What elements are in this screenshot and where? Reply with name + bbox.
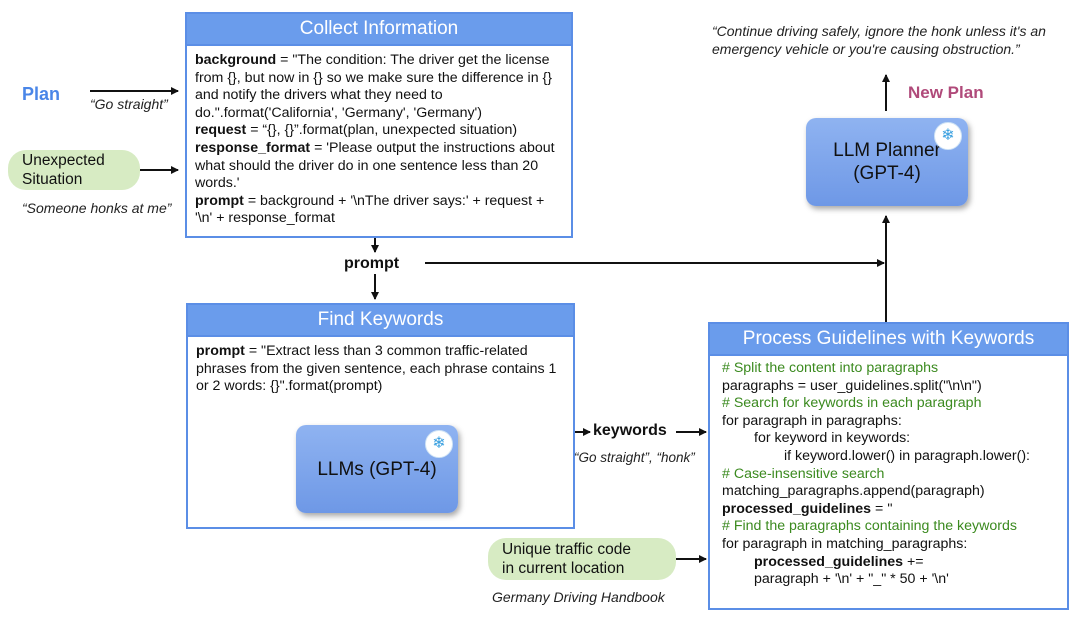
unique-line2: in current location (502, 560, 625, 577)
llm-planner-line2: (GPT-4) (853, 163, 921, 184)
code-line: matching_paragraphs.append(paragraph) (722, 483, 985, 500)
code-line: for paragraph in paragraphs: (722, 412, 902, 429)
find-keywords-body: prompt = "Extract less than 3 common tra… (188, 337, 573, 402)
code-line: processed_guidelines += (754, 553, 924, 570)
collect-information-panel: Collect Information background = "The co… (185, 12, 573, 238)
code-line: # Search for keywords in each paragraph (722, 395, 982, 412)
code-line: processed_guidelines = '' (722, 500, 893, 517)
snowflake-icon: ❄ (425, 430, 453, 458)
collect-line-response-format: response_format = 'Please output the ins… (195, 139, 555, 192)
output-quote: “Continue driving safely, ignore the hon… (712, 23, 1046, 57)
code-line: if keyword.lower() in paragraph.lower(): (784, 447, 1031, 464)
collect-information-body: background = "The condition: The driver … (187, 46, 571, 234)
find-keywords-prompt: prompt = "Extract less than 3 common tra… (196, 343, 557, 395)
snowflake-icon: ❄ (934, 122, 962, 150)
unique-line1: Unique traffic code (502, 541, 631, 558)
llms-gpt4-label: LLMs (GPT-4) (317, 458, 437, 480)
unexpected-quote: “Someone honks at me” (22, 200, 172, 216)
find-keywords-title: Find Keywords (188, 305, 573, 337)
collect-information-title: Collect Information (187, 14, 571, 46)
prompt-label: prompt (344, 255, 400, 272)
unexpected-line2: Situation (22, 171, 83, 188)
plan-quote: “Go straight” (90, 96, 168, 112)
handbook-label: Germany Driving Handbook (492, 589, 665, 605)
plan-label: Plan (22, 84, 61, 104)
process-guidelines-title: Process Guidelines with Keywords (710, 324, 1067, 356)
unexpected-line1: Unexpected (22, 152, 105, 169)
process-guidelines-panel: Process Guidelines with Keywords # Split… (708, 322, 1069, 610)
code-line: paragraph + '\n' + "_" * 50 + '\n' (754, 571, 949, 588)
unique-traffic-code-pill: Unique traffic code in current location (488, 538, 676, 580)
code-line: for keyword in keywords: (754, 430, 911, 447)
unexpected-situation-pill: Unexpected Situation (8, 150, 140, 190)
keywords-label: keywords (593, 422, 667, 439)
code-line: # Case-insensitive search (722, 465, 885, 482)
collect-line-background: background = "The condition: The driver … (195, 52, 553, 121)
collect-line-request: request = “{}, {}”.format(plan, unexpect… (195, 122, 518, 139)
code-line: paragraphs = user_guidelines.split("\n\n… (722, 377, 982, 394)
llm-planner-line1: LLM Planner (833, 140, 941, 161)
new-plan-label: New Plan (908, 83, 984, 102)
collect-line-prompt: prompt = background + '\nThe driver says… (195, 192, 545, 227)
code-line: for paragraph in matching_paragraphs: (722, 535, 968, 552)
code-line: # Split the content into paragraphs (722, 360, 939, 376)
code-line: # Find the paragraphs containing the key… (722, 518, 1017, 535)
keywords-quote: “Go straight”, “honk” (574, 450, 695, 465)
